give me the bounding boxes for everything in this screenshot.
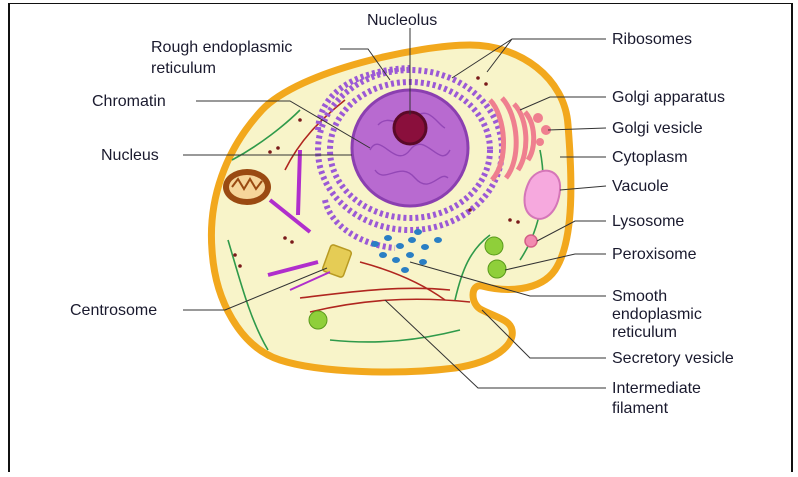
label-secretory-vesicle: Secretory vesicle — [612, 350, 734, 367]
label-golgi-vesicle: Golgi vesicle — [612, 120, 703, 137]
label-intermediate-filament-line1: Intermediate — [612, 380, 701, 397]
label-peroxisome: Peroxisome — [612, 246, 697, 263]
label-smooth-er-line2: endoplasmic — [612, 306, 702, 323]
label-vacuole: Vacuole — [612, 178, 669, 195]
label-nucleus: Nucleus — [101, 147, 159, 164]
label-nucleolus: Nucleolus — [367, 12, 437, 29]
label-rough-er-line2: reticulum — [151, 60, 216, 77]
label-rough-er-line1: Rough endoplasmic — [151, 39, 292, 56]
label-lysosome: Lysosome — [612, 213, 684, 230]
label-chromatin: Chromatin — [92, 93, 166, 110]
label-cytoplasm: Cytoplasm — [612, 149, 688, 166]
label-smooth-er-line1: Smooth — [612, 288, 667, 305]
labels-right: Ribosomes Golgi apparatus Golgi vesicle … — [612, 31, 734, 417]
nucleolus — [394, 112, 426, 144]
mitochondrion — [223, 169, 271, 205]
label-intermediate-filament-line2: filament — [612, 400, 669, 417]
label-golgi-apparatus: Golgi apparatus — [612, 89, 725, 106]
lysosome — [525, 235, 537, 247]
label-ribosomes: Ribosomes — [612, 31, 692, 48]
label-smooth-er-line3: reticulum — [612, 324, 677, 341]
label-centrosome: Centrosome — [70, 302, 157, 319]
